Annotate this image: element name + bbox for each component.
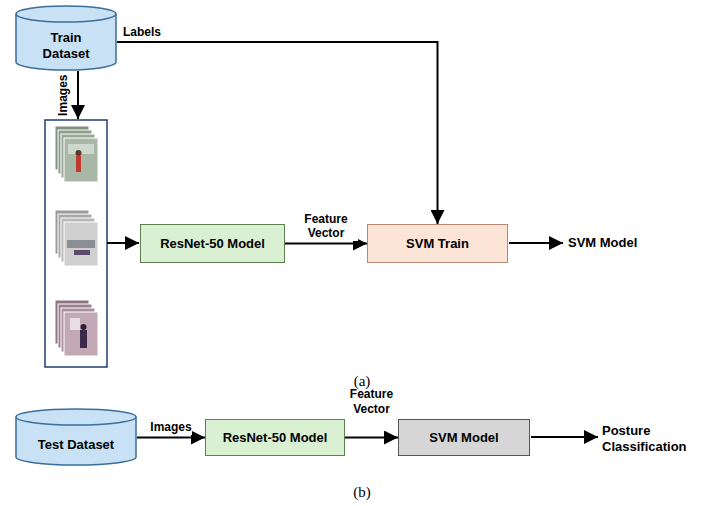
edge-label: Images [150,420,191,434]
subfigure-label: (b) [353,483,371,501]
image-panel [45,120,107,367]
subfigure-label: (a) [354,372,371,390]
node-text: SVM Train [402,236,473,252]
flow-arrow [531,436,598,438]
output-label: SVM Model [568,235,637,251]
cylinder-outline [15,408,137,466]
edge-label: Feature Vector [294,212,358,241]
flow-arrow [107,242,139,244]
dataset-cylinder: Test Dataset [15,408,137,466]
cylinder-rim [16,14,116,22]
dataset-cylinder: Train Dataset [15,5,117,71]
model-box: ResNet-50 Model [205,419,345,456]
image-stack [55,210,98,266]
cylinder-body [16,409,136,465]
model-box: SVM Model [398,419,530,456]
cylinder-body [16,6,116,70]
edge-label: Feature Vector [340,387,404,416]
cylinder-rim [16,417,136,425]
flow-arrow [137,437,205,439]
output-label: Posture Classification [602,423,704,454]
flow-arrow [117,42,438,224]
node-text: ResNet-50 Model [219,430,332,446]
flow-arrow [77,71,79,119]
node-text: SVM Model [425,430,502,446]
model-box: ResNet-50 Model [140,224,285,263]
flow-arrow [345,437,398,439]
image-stack [55,300,98,356]
image-stack [55,126,98,182]
node-text: Test Dataset [27,437,125,453]
arrow-label: Images [57,74,71,115]
edge-label: Labels [123,25,161,39]
node-text: ResNet-50 Model [156,236,269,252]
flow-arrow [285,243,367,245]
flow-arrow [509,242,563,244]
node-text: Train Dataset [25,30,107,61]
process-box: SVM Train [367,224,508,263]
